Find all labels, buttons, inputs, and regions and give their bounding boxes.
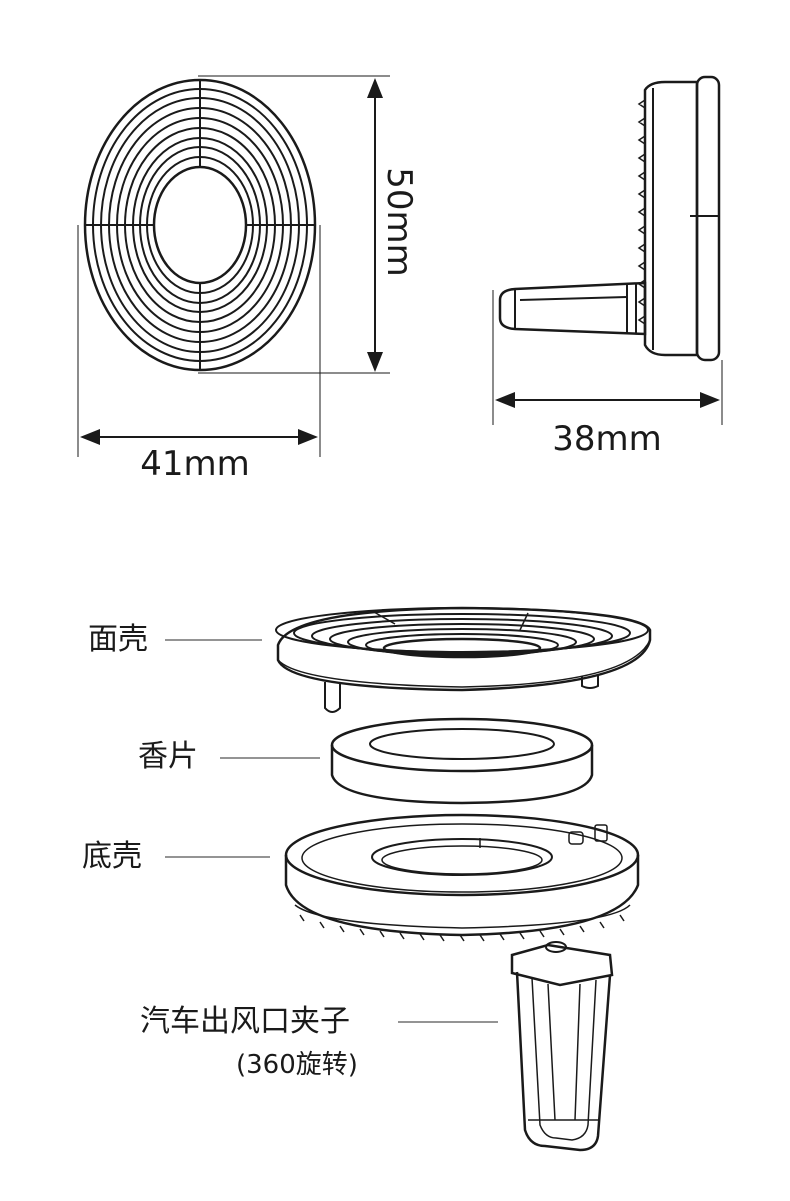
vent-clip-note-label: (360旋转) — [236, 1050, 358, 1080]
height-dimension-label: 50mm — [379, 167, 419, 277]
vent-clip-label: 汽车出风口夹子 — [140, 1004, 350, 1039]
leader-lines — [165, 639, 498, 1023]
width-arrow — [80, 429, 318, 445]
vent-clip-drawing — [510, 941, 614, 1152]
front-dimension-lines — [77, 75, 390, 457]
depth-arrow — [495, 392, 720, 408]
fragrance-tablet-drawing — [330, 717, 594, 805]
fragrance-tablet-label: 香片 — [138, 739, 198, 774]
side-view — [498, 75, 721, 362]
top-shell-drawing — [275, 606, 652, 713]
top-shell-label: 面壳 — [88, 622, 148, 657]
bottom-shell-label: 底壳 — [82, 839, 142, 874]
height-arrow — [367, 78, 383, 372]
bottom-shell-drawing — [284, 813, 640, 942]
width-dimension-label: 41mm — [140, 444, 250, 484]
front-view — [83, 78, 317, 372]
side-dimension-lines — [492, 290, 723, 425]
depth-dimension-label: 38mm — [552, 419, 662, 459]
